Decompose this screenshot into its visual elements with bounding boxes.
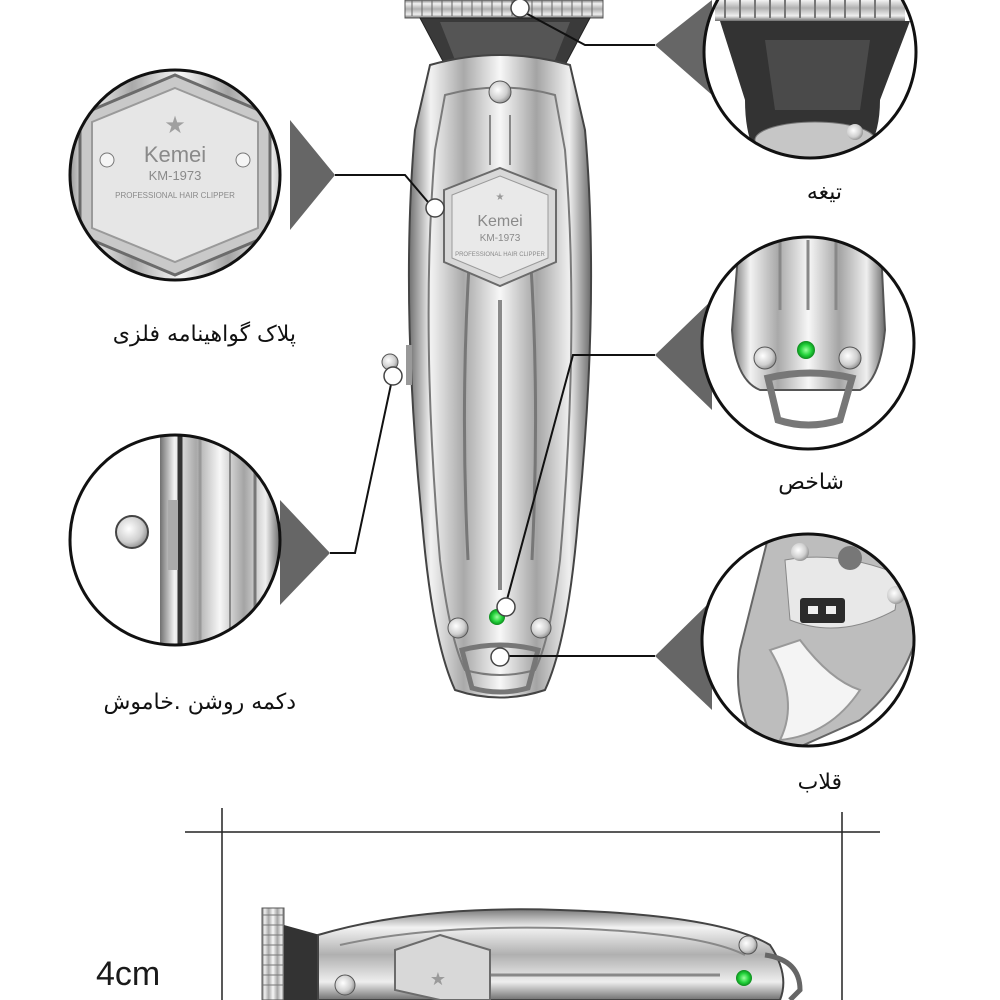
main-clipper: ★ Kemei KM-1973 PROFESSIONAL HAIR CLIPPE… [381,0,604,699]
zoom-nameplate-brand: Kemei [144,142,206,167]
leader-lines [330,9,655,657]
zoom-nameplate-model: KM-1973 [149,168,202,183]
svg-text:★: ★ [430,969,446,990]
power-button-zoom [115,515,149,549]
dimension-label: 4cm [96,955,161,993]
label-power-button: دکمه روشن .خاموش [103,690,297,715]
label-indicator: شاخص [778,470,844,495]
label-nameplate: پلاک گواهینامه فلزی [112,322,296,347]
side-clipper: ★ [261,907,803,1000]
anchor-dots [383,0,530,667]
callout-blade-circle [702,0,918,160]
dimension-diagram [185,808,880,1000]
nameplate-subtitle: PROFESSIONAL HAIR CLIPPER [455,252,545,258]
label-blade: تیغه [806,180,842,205]
callout-hook-circle [700,532,916,748]
callout-power-button-circle [68,433,282,647]
nameplate-brand: Kemei [477,213,522,230]
nameplate-star-small: ★ [496,192,505,203]
callout-indicator-circle [700,235,916,451]
svg-text:★: ★ [164,111,186,139]
nameplate-model: KM-1973 [480,233,521,244]
callout-nameplate-circle: ★ Kemei KM-1973 PROFESSIONAL HAIR CLIPPE… [68,68,282,282]
callout-cones [280,0,712,710]
label-hook: قلاب [797,770,842,795]
zoom-nameplate-subtitle: PROFESSIONAL HAIR CLIPPER [115,191,235,200]
